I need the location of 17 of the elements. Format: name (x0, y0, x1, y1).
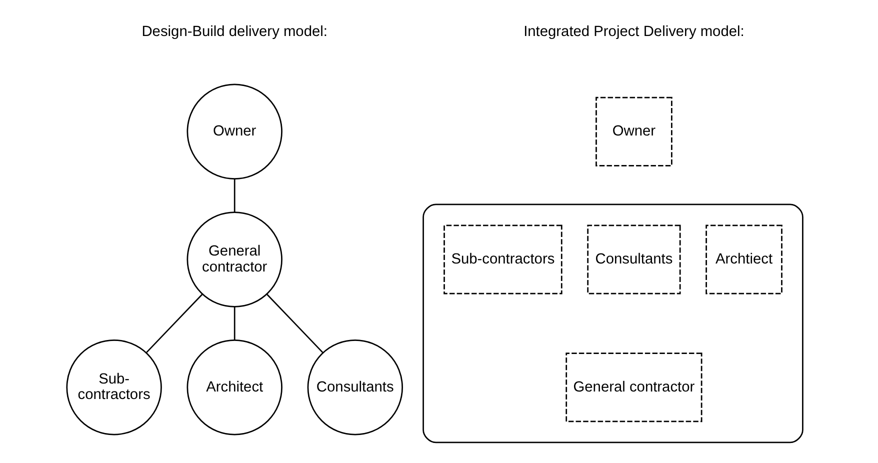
connector (266, 293, 324, 353)
node-box: Archtiect (706, 224, 782, 294)
node-box: General contractor (566, 352, 702, 422)
connector (234, 178, 236, 212)
node-box: Consultants (587, 224, 681, 294)
label: Design-Build delivery model: (142, 23, 328, 40)
node-box: Sub-contractors (444, 224, 562, 294)
connector (146, 293, 203, 353)
label: Integrated Project Delivery model: (524, 23, 744, 40)
node-circle: Owner (186, 83, 282, 179)
node-circle: Consultants (307, 339, 403, 435)
node-circle: Architect (186, 339, 282, 435)
node-box: Owner (596, 96, 672, 166)
node-circle: General contractor (186, 211, 282, 307)
connector (234, 306, 236, 340)
node-circle: Sub-contractors (66, 339, 162, 435)
cluster (422, 203, 804, 443)
